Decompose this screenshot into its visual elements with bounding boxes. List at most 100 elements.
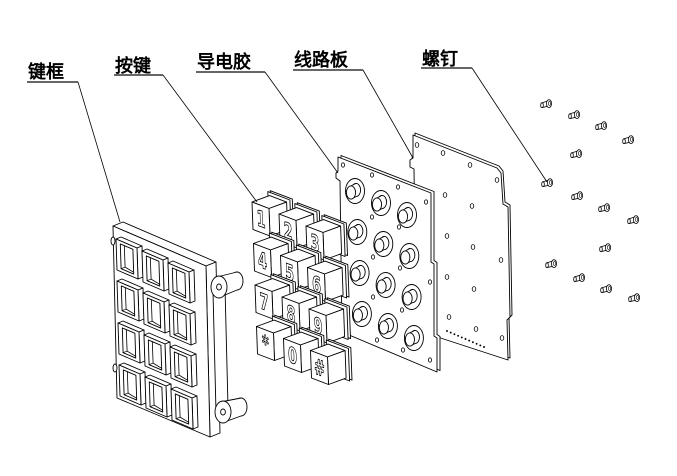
dome-edge (383, 317, 390, 322)
opening-inner-wall (150, 278, 161, 285)
dome-top (352, 308, 363, 323)
screw-tip (570, 152, 574, 159)
rubber-hole (370, 294, 375, 300)
mounting-lug (214, 397, 248, 424)
screw-head-recess (579, 193, 582, 198)
dome-edge (378, 235, 385, 240)
opening-inner-wall (150, 299, 153, 322)
pcb-hole (444, 233, 450, 239)
opening-inner-wall (125, 308, 136, 315)
rubber-dome (351, 301, 372, 327)
opening-inner-wall (178, 374, 189, 381)
rubber-dome (347, 219, 368, 245)
key: 1 (251, 190, 294, 237)
screw-head-recess (581, 275, 584, 280)
rubber-hole (395, 184, 400, 190)
opening-inner-wall (124, 266, 135, 273)
opening-inner-wall (176, 311, 179, 334)
screw (541, 178, 554, 188)
opening-inner-corner (148, 362, 154, 366)
pcb-hole (467, 162, 473, 168)
screw-head-recess (578, 151, 581, 156)
screw (599, 243, 612, 253)
screw-tip (545, 262, 549, 269)
rubber-dome (397, 202, 417, 228)
opening-inner-wall (125, 329, 128, 352)
callout-label-key-frame: 键框 (27, 61, 64, 83)
pcb-hole (494, 177, 500, 183)
key-front-face (283, 338, 302, 373)
callout-label-conductive-rubber: 导电胶 (197, 51, 251, 73)
pcb-hole (471, 286, 477, 292)
rubber-hole (427, 279, 432, 285)
opening-hole (146, 297, 162, 329)
key-legend: 5 (285, 259, 295, 288)
screw (598, 203, 611, 213)
opening-inner-corner (173, 332, 179, 336)
opening-inner-wall (126, 350, 137, 357)
dome-edge (357, 305, 364, 310)
pcb-contact-pad (457, 334, 460, 337)
key-front-face (310, 350, 329, 385)
leader-line (362, 69, 414, 159)
key-legend: * (262, 331, 270, 359)
opening-inner-corner (146, 278, 152, 282)
pcb-hole (498, 257, 504, 263)
key-side-face (327, 350, 347, 385)
opening-inner-wall (151, 341, 154, 364)
screw-head-recess (606, 205, 609, 210)
opening-inner-wall (175, 269, 178, 292)
opening-hole (119, 243, 135, 275)
key-legend: 9 (313, 313, 323, 342)
opening-inner-corner (172, 290, 178, 294)
pcb-hole (446, 314, 452, 320)
screw-head-recess (607, 245, 610, 250)
callout-label-screws: 螺钉 (422, 48, 458, 70)
rubber-hole (369, 172, 374, 178)
key-legend: 8 (286, 301, 296, 330)
screw-head-recess (576, 112, 579, 117)
dome-top (374, 238, 385, 253)
pcb-contact-pad (483, 346, 485, 348)
key-legend: # (314, 354, 325, 383)
pcb-hole (440, 150, 446, 156)
rubber-hole (374, 337, 379, 343)
screw-tip (568, 113, 572, 119)
dome-edge (355, 264, 362, 269)
opening-hole (122, 369, 138, 401)
screw (540, 99, 553, 108)
callout-keys: 按键 (114, 55, 258, 203)
pcb-contact-pad (464, 338, 467, 340)
key-opening (142, 290, 171, 334)
dome-top (404, 332, 415, 347)
screws (540, 99, 641, 303)
screw-tip (571, 194, 575, 201)
opening-inner-wall (178, 395, 181, 418)
opening-hole (121, 327, 137, 359)
dome-top (345, 185, 357, 200)
pcb-contact-pad (468, 339, 471, 342)
opening-inner-corner (121, 308, 127, 312)
key-front-face (256, 326, 275, 361)
key-frame-nub (110, 236, 116, 246)
key-opening (168, 302, 197, 346)
lug-hole (220, 408, 226, 416)
opening-inner-corner (174, 374, 180, 378)
screw (571, 191, 584, 201)
opening-inner-wall (151, 320, 162, 327)
conductive-rubber (335, 155, 441, 373)
key-legend: 6 (312, 271, 322, 300)
opening-inner-wall (177, 332, 188, 339)
opening-inner-corner (123, 392, 129, 396)
rubber-dome (399, 243, 420, 269)
key: 9 (308, 297, 351, 344)
key-side-face (325, 308, 346, 344)
screw-tip (540, 102, 544, 108)
opening-inner-wall (152, 383, 155, 406)
pcb-contact-pad (446, 330, 448, 332)
key: # (310, 338, 353, 385)
rubber-hole (369, 214, 374, 220)
lug-edge (222, 397, 242, 402)
